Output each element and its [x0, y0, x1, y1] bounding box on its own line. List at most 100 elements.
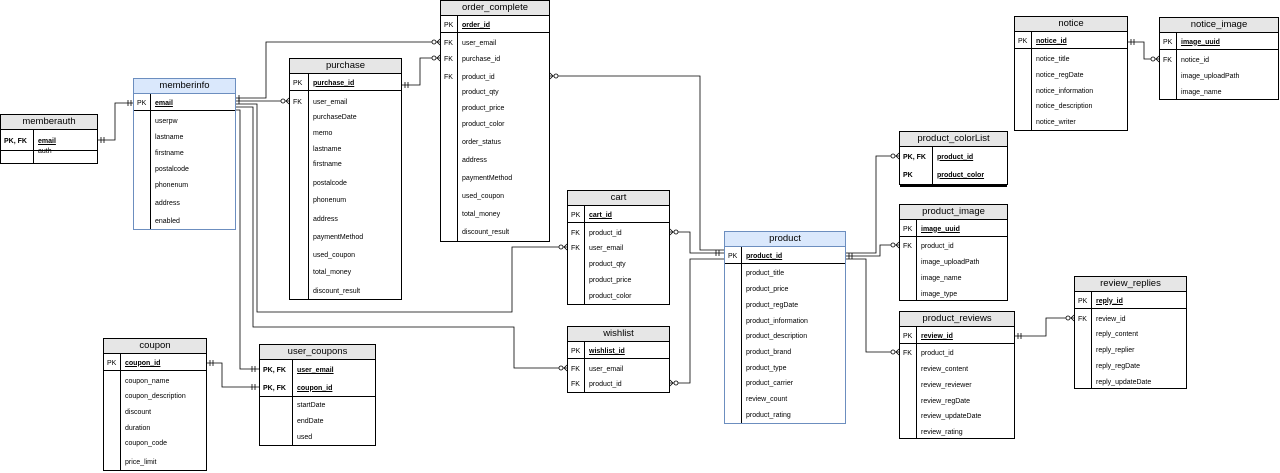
key-column	[725, 264, 742, 423]
field: postalcode	[155, 165, 189, 173]
link-cart-product	[670, 231, 724, 254]
field: review_updateDate	[921, 412, 982, 420]
entity-title: cart	[568, 191, 669, 206]
pk-field: email	[155, 99, 173, 107]
key-label: PK	[571, 347, 581, 355]
field: notice_writer	[1036, 118, 1076, 126]
fk-label: FK	[571, 229, 580, 237]
primary-key-section: PK notice_id	[1015, 32, 1127, 49]
field: endDate	[297, 417, 324, 425]
zero-mark	[890, 153, 896, 159]
key-column	[1075, 309, 1092, 388]
entity-title: order_complete	[441, 1, 549, 16]
pk-field: coupon_id	[125, 359, 161, 367]
key-label: PK	[137, 99, 147, 107]
pk-field: notice_id	[1036, 37, 1067, 45]
field: discount_result	[313, 287, 361, 295]
zero-mark	[553, 73, 559, 79]
field: postalcode	[313, 179, 347, 187]
key-label: PK, FK	[263, 366, 286, 374]
field: used_coupon	[313, 251, 356, 259]
fk-label: FK	[444, 39, 453, 47]
field: used_coupon	[462, 192, 505, 200]
key-label: PK	[1078, 297, 1088, 305]
field: product_description	[746, 332, 808, 340]
key-label: PK	[1163, 38, 1173, 46]
key-column	[900, 147, 933, 185]
zero-mark	[890, 349, 896, 355]
pk-field: order_id	[462, 21, 491, 29]
link-coupon-usercoupons	[207, 362, 259, 388]
entity-title: product_reviews	[900, 312, 1014, 327]
field: product_rating	[746, 411, 791, 419]
fk-label: FK	[571, 380, 580, 388]
field: user_email	[589, 365, 624, 373]
key-label: PK, FK	[903, 153, 926, 161]
link-wishlist-product	[670, 258, 724, 384]
key-label: PK, FK	[4, 137, 27, 145]
zero-mark	[280, 98, 286, 104]
field: discount_result	[462, 228, 510, 236]
field: discount	[125, 408, 152, 416]
pk-field: product_id	[746, 252, 783, 260]
field: firstname	[155, 149, 184, 157]
field: address	[462, 156, 487, 164]
key-column	[900, 327, 917, 343]
field: review_regDate	[921, 397, 971, 405]
key-column	[260, 397, 293, 445]
key-label: PK	[1018, 37, 1028, 45]
key-column	[568, 223, 585, 304]
key-column	[134, 94, 151, 110]
zero-mark	[558, 365, 564, 371]
zero-mark	[558, 244, 564, 250]
field: lastname	[155, 133, 184, 141]
field: product_id	[589, 229, 622, 237]
key-column	[290, 91, 309, 299]
pk-field: wishlist_id	[589, 347, 625, 355]
zero-mark	[673, 380, 679, 386]
pk-field: user_email	[297, 366, 334, 374]
field: total_money	[462, 210, 501, 218]
pk-field: cart_id	[589, 211, 612, 219]
link-notice-image	[1128, 41, 1159, 60]
field: coupon_name	[125, 377, 170, 385]
fk-label: FK	[571, 365, 580, 373]
many-mark	[669, 228, 674, 233]
field: review_reviewer	[921, 381, 972, 389]
pk-field: purchase_id	[313, 79, 355, 87]
link-product-colorlist	[846, 155, 899, 254]
key-label: PK	[903, 171, 913, 179]
pk-field: product_id	[937, 153, 974, 161]
field: total_money	[313, 268, 352, 276]
fk-label: FK	[903, 242, 912, 250]
field: user_email	[589, 244, 624, 252]
pk-field: coupon_id	[297, 384, 333, 392]
zero-mark	[890, 242, 896, 248]
entity-title: wishlist	[568, 327, 669, 342]
